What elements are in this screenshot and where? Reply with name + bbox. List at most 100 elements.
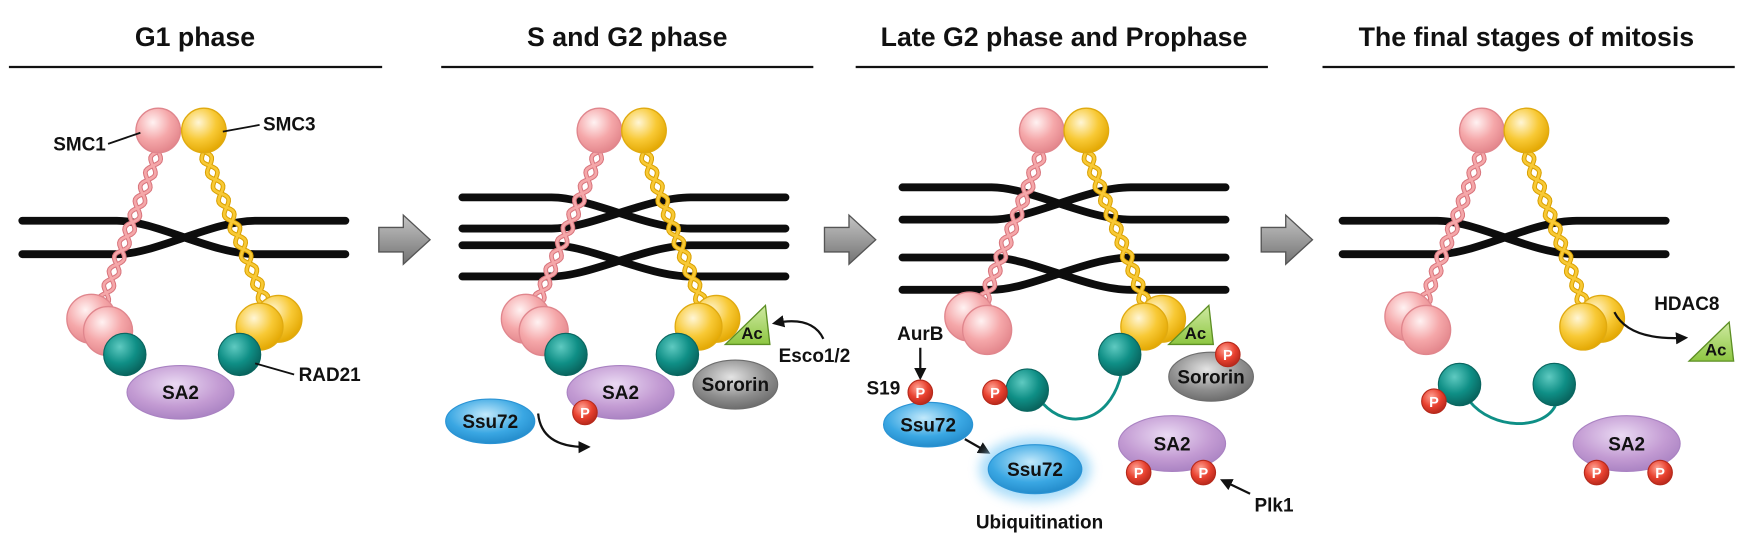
smc1-hinge bbox=[135, 107, 182, 154]
phosphate-icon bbox=[1190, 459, 1217, 486]
rad21-n-terminus bbox=[103, 332, 147, 377]
coiled-coil-strand bbox=[102, 151, 163, 306]
rad21-leader-line bbox=[254, 362, 295, 376]
phosphate-label: P bbox=[580, 406, 590, 422]
sa2-label: SA2 bbox=[1608, 434, 1645, 455]
phosphate-label: P bbox=[1429, 395, 1439, 411]
phosphate-icon bbox=[982, 379, 1008, 406]
panel-title-s-g2: S and G2 phase bbox=[527, 22, 727, 52]
ssu72-phosphatase bbox=[445, 398, 536, 445]
degradation-arrow bbox=[964, 438, 991, 454]
dna-replicated-chromatids bbox=[458, 193, 790, 281]
phosphate-icon bbox=[1421, 388, 1447, 415]
coiled-coil-strand bbox=[532, 150, 600, 303]
dna-sister-chromatids bbox=[18, 216, 350, 259]
acetyl-group-icon bbox=[1687, 320, 1735, 362]
rad21-n-terminus bbox=[544, 332, 588, 377]
sa2-label: SA2 bbox=[602, 383, 639, 404]
phosphate-label: P bbox=[1198, 466, 1208, 482]
smc3-coiled-coil bbox=[1521, 149, 1590, 307]
smc1-leader-line bbox=[107, 131, 141, 145]
ssu72-label: Ssu72 bbox=[462, 412, 518, 433]
rad21-n-terminus bbox=[1005, 368, 1049, 412]
panel-late-g2-prophase: Late G2 phase and Prophase Ac P Sororin … bbox=[855, 22, 1294, 533]
ubiquitination-label: Ubiquitination bbox=[976, 512, 1103, 533]
smc3-label: SMC3 bbox=[263, 115, 316, 136]
smc1-head-front bbox=[961, 304, 1013, 356]
phosphate-label: P bbox=[1134, 466, 1144, 482]
coiled-coil-strand bbox=[537, 151, 604, 306]
ssu72-label: Ssu72 bbox=[900, 415, 956, 436]
panel-title-g1: G1 phase bbox=[135, 22, 255, 52]
sa2-subunit bbox=[1572, 415, 1681, 472]
acetyl-label: Ac bbox=[1705, 341, 1726, 360]
smc3-leader-line bbox=[222, 124, 260, 133]
smc1-coiled-coil bbox=[976, 149, 1047, 307]
dna-strand bbox=[898, 183, 1230, 224]
plk1-label: Plk1 bbox=[1255, 496, 1294, 517]
panel-g1-phase: G1 phase SMC1 SMC3 SA2 RAD21 bbox=[8, 22, 383, 420]
sa2-subunit bbox=[126, 365, 235, 420]
panel-title-late-g2: Late G2 phase and Prophase bbox=[881, 22, 1248, 52]
phosphate-label: P bbox=[990, 386, 1000, 402]
panel-final-mitosis: The final stages of mitosis HDAC8 Ac P S… bbox=[1322, 22, 1735, 486]
s19-label: S19 bbox=[867, 379, 901, 400]
rad21-c-terminus bbox=[655, 332, 700, 377]
smc3-hinge bbox=[1063, 107, 1110, 154]
smc1-coiled-coil bbox=[531, 149, 605, 306]
phosphate-label: P bbox=[1223, 348, 1233, 364]
coiled-coil-strand bbox=[983, 151, 1046, 306]
phosphate-label: P bbox=[1655, 466, 1665, 482]
rad21-linker bbox=[1468, 400, 1557, 425]
phosphate-icon bbox=[907, 379, 934, 406]
dna-strand bbox=[458, 193, 790, 233]
smc3-head-front bbox=[1559, 302, 1608, 351]
phosphate-icon bbox=[572, 399, 598, 426]
rad21-c-terminus bbox=[1098, 332, 1142, 377]
smc3-coiled-coil bbox=[199, 149, 271, 307]
sororin-protein bbox=[692, 359, 779, 410]
transition-arrow-3 bbox=[1260, 213, 1314, 266]
phosphate-icon bbox=[1125, 459, 1152, 486]
phosphate-label: P bbox=[915, 386, 925, 402]
transition-arrow-1 bbox=[378, 213, 432, 266]
coiled-coil-strand bbox=[643, 150, 707, 303]
rad21-label: RAD21 bbox=[299, 365, 361, 386]
acetyl-group-icon bbox=[1167, 303, 1215, 346]
rad21-c-terminus bbox=[1532, 362, 1576, 407]
smc1-head-front bbox=[1400, 304, 1452, 356]
sororin-label: Sororin bbox=[1177, 367, 1244, 388]
sa2-label: SA2 bbox=[162, 383, 199, 404]
smc1-label: SMC1 bbox=[53, 135, 106, 156]
plk1-phosphorylation-arrow bbox=[1220, 479, 1251, 495]
aurb-label: AurB bbox=[897, 324, 943, 345]
sa2-subunit bbox=[1118, 415, 1227, 472]
smc3-hinge bbox=[621, 107, 667, 154]
coiled-coil-strand bbox=[1424, 151, 1486, 306]
smc3-hinge bbox=[180, 107, 227, 154]
panel-title-final: The final stages of mitosis bbox=[1359, 22, 1695, 52]
esco-label: Esco1/2 bbox=[779, 346, 851, 367]
smc1-hinge bbox=[1458, 107, 1505, 154]
sororin-label: Sororin bbox=[702, 375, 769, 396]
smc1-coiled-coil bbox=[96, 149, 164, 307]
dna-condensing-chromatids bbox=[898, 183, 1230, 294]
smc3-coiled-coil bbox=[639, 149, 708, 307]
dephosphorylation-arrow bbox=[537, 413, 591, 454]
smc1-hinge bbox=[576, 107, 623, 154]
coiled-coil-strand bbox=[203, 150, 270, 303]
acetyl-label: Ac bbox=[741, 324, 762, 343]
smc1-coiled-coil bbox=[1417, 149, 1487, 307]
phosphate-icon bbox=[1214, 341, 1241, 368]
hdac8-deacetylation-arrow bbox=[1613, 311, 1689, 345]
dna-strand bbox=[458, 241, 790, 281]
esco-acetylation-arrow bbox=[771, 315, 825, 340]
transition-arrow-2 bbox=[823, 213, 877, 266]
hdac8-label: HDAC8 bbox=[1654, 294, 1719, 315]
phosphate-icon bbox=[1583, 459, 1610, 486]
dna-strand bbox=[18, 216, 350, 259]
dna-strand bbox=[898, 253, 1230, 294]
phosphate-label: P bbox=[1592, 466, 1602, 482]
smc3-hinge bbox=[1503, 107, 1550, 154]
